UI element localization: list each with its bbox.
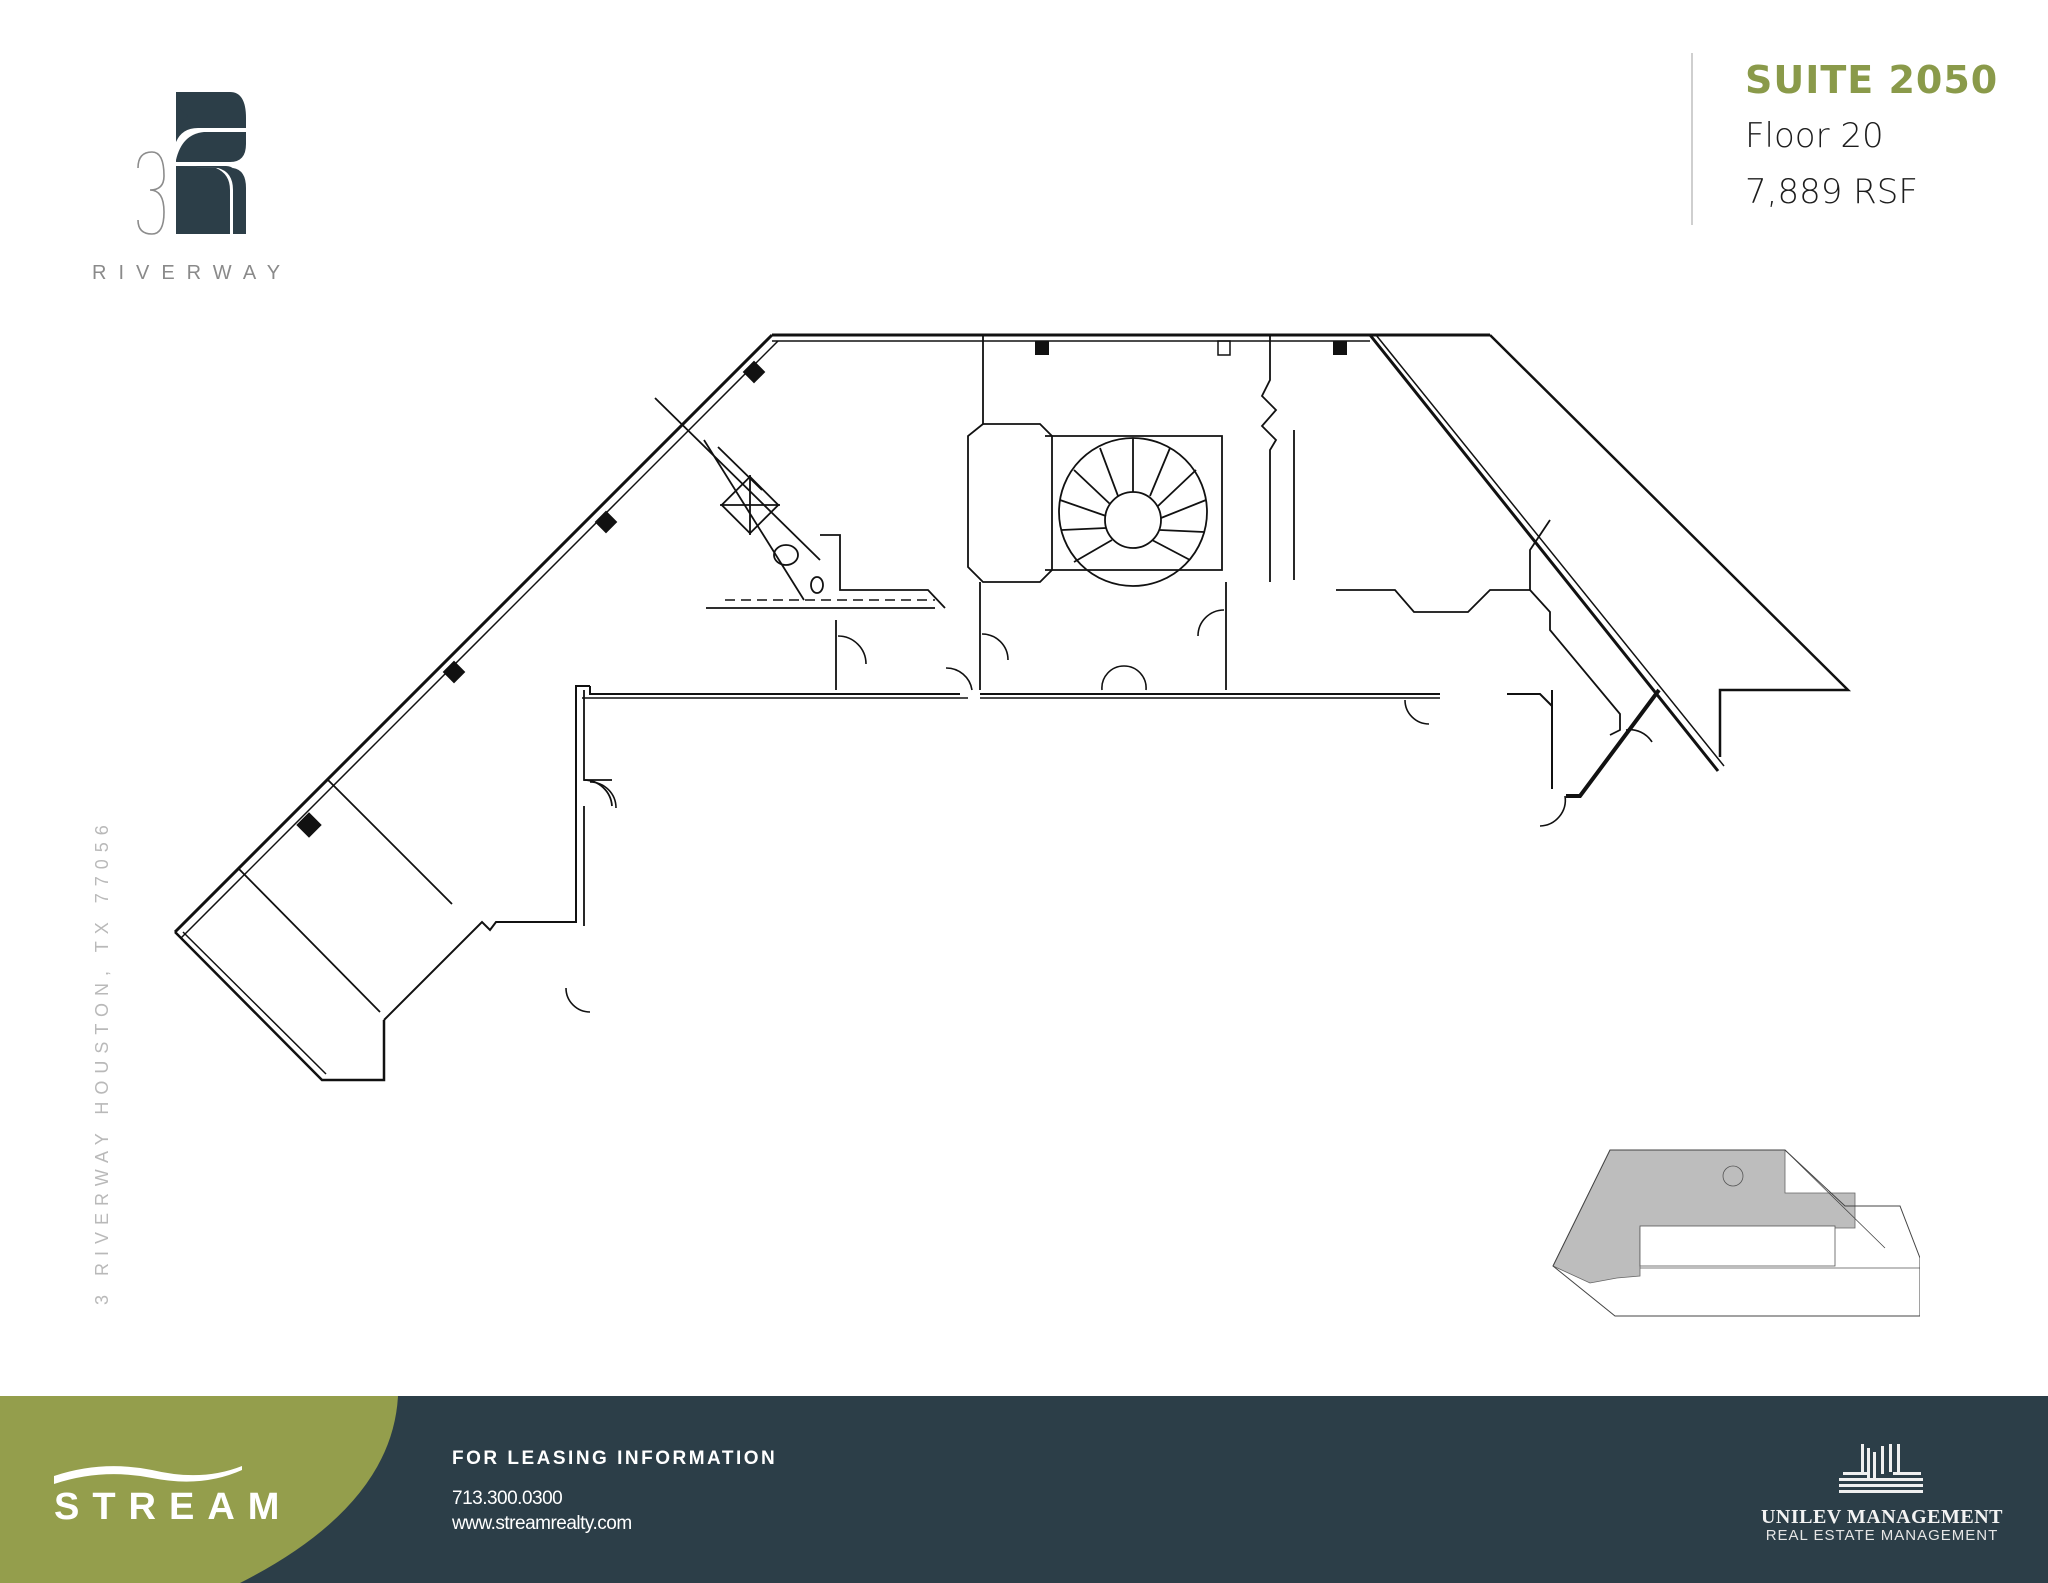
- footer-green-shape: [0, 1396, 398, 1583]
- stream-logo-text: STREAM: [54, 1486, 293, 1528]
- suite-title: SUITE 2050: [1745, 58, 1999, 102]
- key-plan: [1552, 1149, 1920, 1317]
- columns: [296, 341, 1347, 838]
- exterior-walls: [173, 333, 1852, 1082]
- brand-name: RIVERWAY: [92, 262, 293, 284]
- floor-plan: [173, 333, 1852, 1082]
- interior-walls: [237, 335, 1621, 1013]
- info-divider: [1691, 53, 1693, 225]
- doors: [565, 609, 1653, 1013]
- spiral-staircase: [1058, 437, 1208, 587]
- leasing-website-link[interactable]: www.streamrealty.com: [452, 1513, 632, 1534]
- column-outline: [1217, 340, 1231, 356]
- riverway-logo-icon: [137, 92, 246, 235]
- leasing-phone[interactable]: 713.300.0300: [452, 1488, 563, 1509]
- stream-wave-icon: [54, 1466, 242, 1484]
- floor-label: Floor 20: [1745, 116, 1884, 156]
- management-subtitle: REAL ESTATE MANAGEMENT: [1765, 1527, 1999, 1544]
- rsf-label: 7,889 RSF: [1745, 172, 1918, 212]
- leasing-title: FOR LEASING INFORMATION: [452, 1448, 778, 1469]
- unilev-logo-icon: [1839, 1444, 1923, 1493]
- footer: STREAM FOR LEASING INFORMATION 713.300.0…: [0, 1396, 2048, 1583]
- management-name: UNILEV MANAGEMENT: [1760, 1506, 2004, 1528]
- stream-logo: STREAM: [52, 1458, 279, 1538]
